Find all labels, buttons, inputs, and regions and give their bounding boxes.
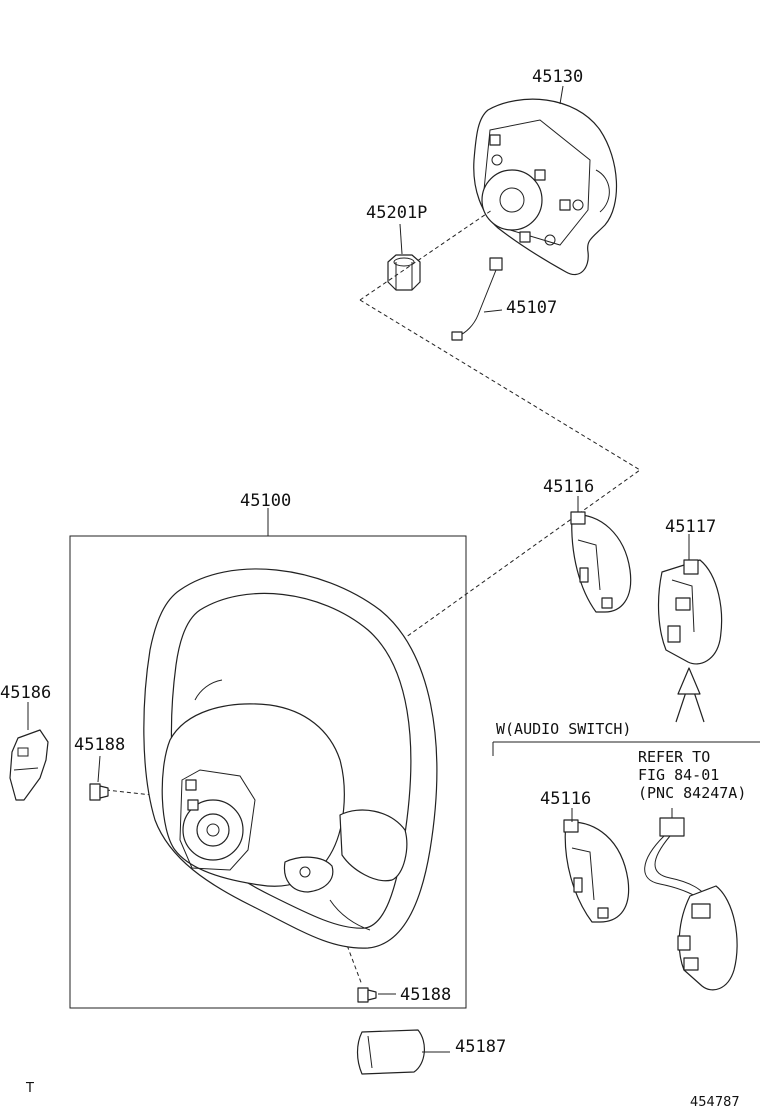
label-45117: 45117: [665, 517, 716, 537]
label-45186: 45186: [0, 683, 51, 703]
audio-switch-wired[interactable]: [644, 808, 738, 991]
label-45116-top: 45116: [543, 477, 594, 497]
nut-45201p[interactable]: [387, 254, 421, 291]
airbag-assembly[interactable]: [473, 98, 618, 276]
cover-45186[interactable]: [9, 729, 49, 801]
steering-wheel[interactable]: [143, 568, 438, 949]
arrow-up-icon: [675, 667, 705, 723]
label-45188-bottom: 45188: [400, 985, 451, 1005]
wire-45107[interactable]: [451, 257, 503, 341]
refer-line-3: (PNC 84247A): [638, 784, 746, 802]
refer-line-1: REFER TO: [638, 748, 710, 766]
switch-45117[interactable]: [657, 559, 723, 665]
label-45100: 45100: [240, 491, 291, 511]
bolt-45188-bottom[interactable]: [357, 987, 377, 1003]
label-45107: 45107: [506, 298, 557, 318]
label-45116-bottom: 45116: [540, 789, 591, 809]
corner-mark: T: [25, 1081, 34, 1096]
diagram-number: 454787: [690, 1095, 740, 1110]
label-45188-left: 45188: [74, 735, 125, 755]
switch-45116-top[interactable]: [570, 511, 632, 613]
cover-45187[interactable]: [356, 1029, 425, 1075]
label-45201p: 45201P: [366, 203, 427, 223]
bolt-45188-left[interactable]: [89, 783, 109, 801]
switch-45116-bottom[interactable]: [563, 819, 630, 923]
variant-label: W(AUDIO SWITCH): [496, 720, 631, 738]
label-45130: 45130: [532, 67, 583, 87]
label-45187: 45187: [455, 1037, 506, 1057]
refer-line-2: FIG 84-01: [638, 766, 719, 784]
